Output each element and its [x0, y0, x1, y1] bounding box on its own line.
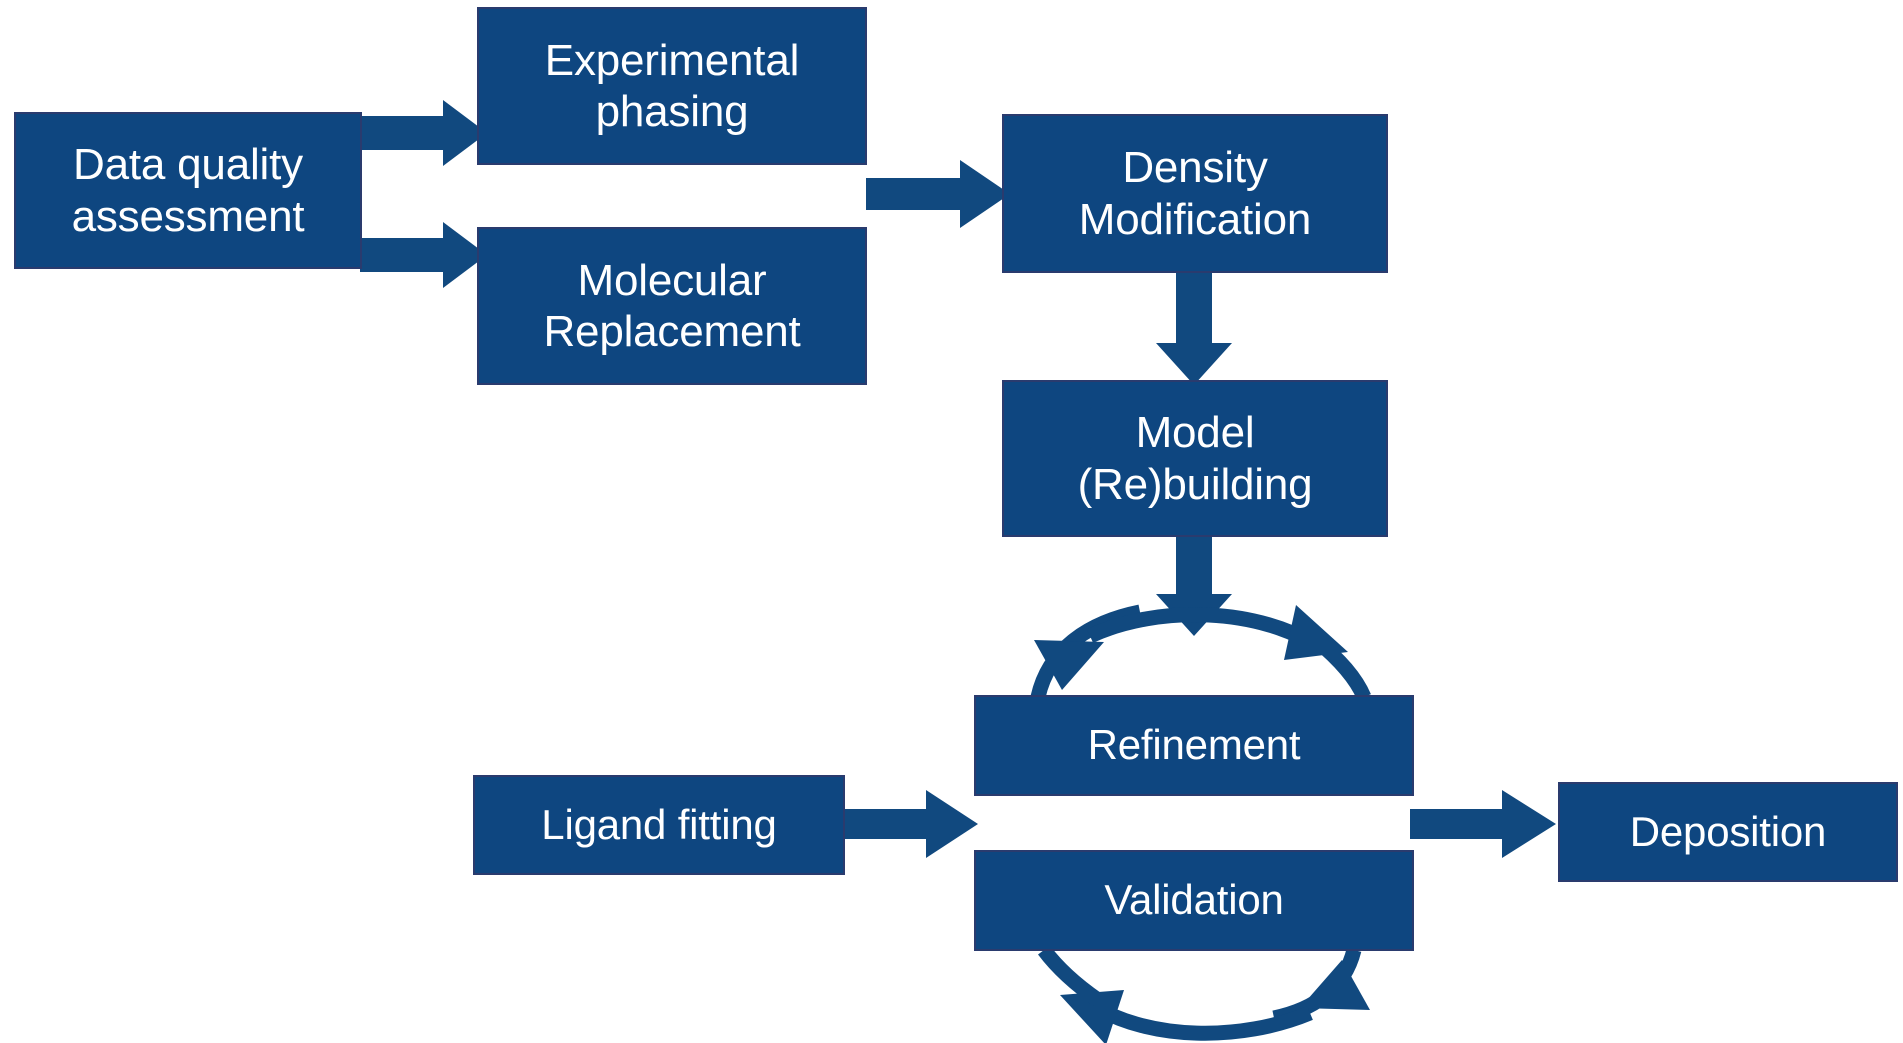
- node-label-model-rebuilding: Model (Re)building: [1077, 408, 1313, 509]
- node-label-ligand-fitting: Ligand fitting: [541, 800, 777, 848]
- node-label-validation: Validation: [1104, 876, 1284, 924]
- node-label-data-quality-assessment: Data quality assessment: [71, 140, 305, 241]
- arrow-phasing-to-density-modification: [866, 160, 1010, 228]
- arrow-density-modification-to-model-rebuilding: [1156, 272, 1232, 385]
- arrow-dqa-to-molecular-replacement: [360, 222, 487, 288]
- node-data-quality-assessment[interactable]: Data quality assessment: [14, 112, 362, 269]
- node-deposition[interactable]: Deposition: [1558, 782, 1898, 882]
- node-validation[interactable]: Validation: [974, 850, 1414, 951]
- arrow-cycle-to-deposition: [1410, 790, 1556, 858]
- node-density-modification[interactable]: Density Modification: [1002, 114, 1388, 273]
- node-model-rebuilding[interactable]: Model (Re)building: [1002, 380, 1388, 537]
- node-label-density-modification: Density Modification: [1078, 143, 1312, 244]
- node-label-experimental-phasing: Experimental phasing: [544, 35, 800, 136]
- cycle-arc-top-left: [1030, 604, 1142, 699]
- node-ligand-fitting[interactable]: Ligand fitting: [473, 775, 845, 875]
- arrow-ligand-fitting-to-cycle: [845, 790, 978, 858]
- arrow-dqa-to-experimental-phasing: [360, 100, 487, 166]
- cycle-arc-top-right: [1086, 605, 1371, 701]
- cycle-arc-bottom-right: [1272, 947, 1370, 1026]
- cycle-arc-bottom-left: [1038, 945, 1313, 1043]
- node-molecular-replacement[interactable]: Molecular Replacement: [477, 227, 867, 385]
- node-label-deposition: Deposition: [1629, 807, 1827, 855]
- node-label-refinement: Refinement: [1087, 721, 1301, 769]
- node-label-molecular-replacement: Molecular Replacement: [543, 255, 801, 356]
- node-experimental-phasing[interactable]: Experimental phasing: [477, 7, 867, 165]
- node-refinement[interactable]: Refinement: [974, 695, 1414, 796]
